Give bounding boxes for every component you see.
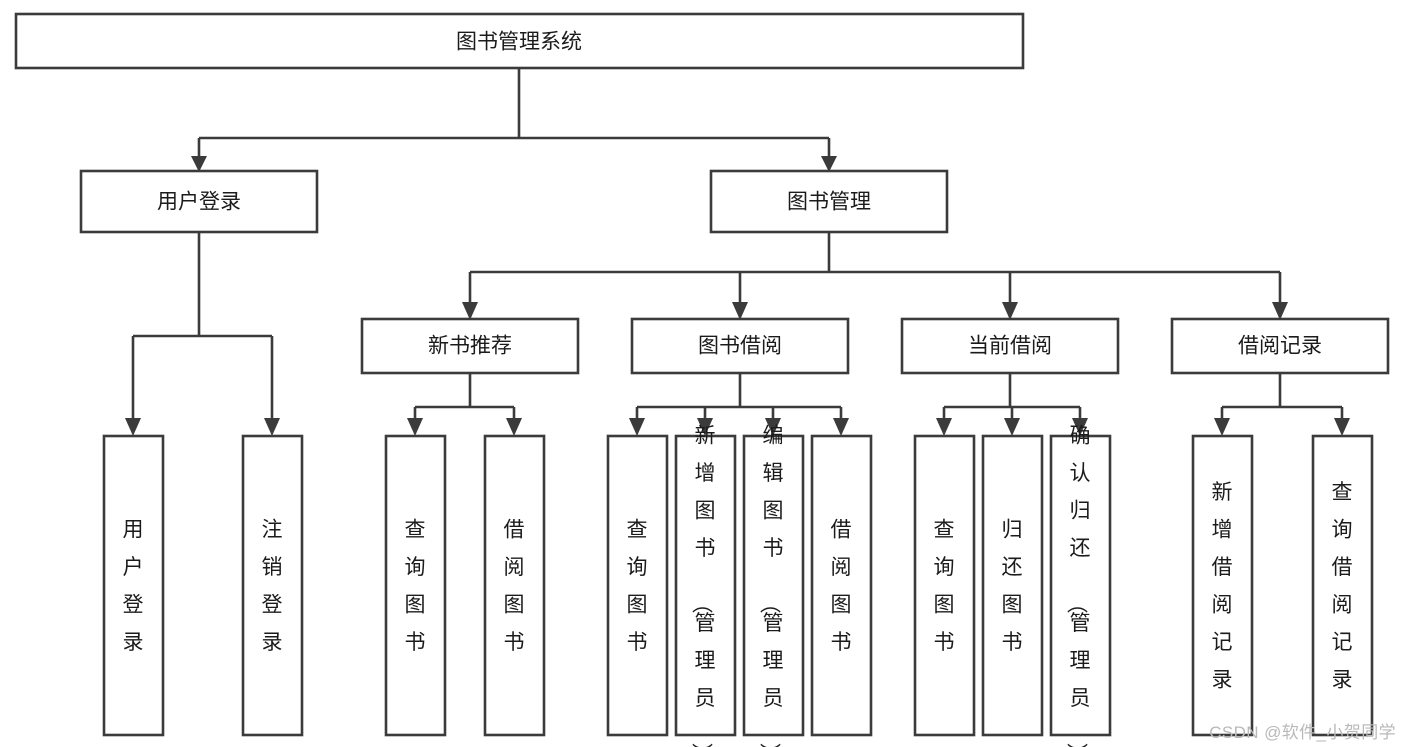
leaf-node[interactable]: 查询图书	[384, 434, 447, 737]
leaf-node[interactable]: 注销登录	[241, 434, 304, 737]
node-user-login[interactable]: 用户登录	[79, 169, 319, 234]
arrow-to-new-book	[462, 302, 478, 320]
arrow-borrow-record-leaf-2	[1334, 418, 1350, 436]
node-user-login-label: 用户登录	[157, 191, 241, 214]
leaf-node[interactable]: 新增图书（管理员）	[674, 425, 737, 747]
leaf-node[interactable]: 用户登录	[102, 434, 165, 737]
leaf-node[interactable]: 归还图书	[981, 434, 1044, 737]
node-borrow-record[interactable]: 借阅记录	[1170, 317, 1390, 375]
leaf-node[interactable]: 确认归还（管理员）	[1049, 425, 1112, 747]
node-root-box	[14, 12, 1025, 70]
arrow-user-login-leaf-1	[125, 418, 141, 436]
leaf-label: 查询图书	[405, 518, 426, 654]
arrow-book-borrow-leaf-3	[765, 418, 781, 436]
arrow-new-book-leaf-2	[506, 418, 522, 436]
leaf-node[interactable]: 查询图书	[606, 434, 669, 737]
arrow-to-user-login	[191, 156, 207, 172]
node-borrow-record-box	[1170, 317, 1390, 375]
leaf-node[interactable]: 新增借阅记录	[1191, 434, 1254, 737]
node-root-system[interactable]: 图书管理系统	[14, 12, 1025, 70]
node-new-book-recommend-box	[360, 317, 580, 375]
leaf-label: 新增借阅记录	[1212, 481, 1233, 692]
node-root-label: 图书管理系统	[456, 31, 582, 54]
node-book-borrow[interactable]: 图书借阅	[630, 317, 850, 375]
leaf-node[interactable]: 借阅图书	[810, 434, 873, 737]
leaf-label: 查询图书	[934, 518, 955, 654]
leaf-node[interactable]: 编辑图书（管理员）	[742, 425, 805, 747]
leaf-box	[384, 434, 447, 737]
leaf-box	[606, 434, 669, 737]
leaf-node[interactable]: 借阅图书	[483, 434, 546, 737]
arrow-borrow-record-leaf-1	[1214, 418, 1230, 436]
leaf-box	[913, 434, 976, 737]
connectors-group	[125, 68, 1350, 436]
node-book-management-box	[709, 169, 949, 234]
leaf-box	[674, 434, 737, 737]
leaf-node[interactable]: 查询借阅记录	[1311, 434, 1374, 737]
node-borrow-record-label: 借阅记录	[1238, 335, 1322, 358]
csdn-watermark: CSDN @软件_小贺同学	[1209, 723, 1396, 742]
leaf-label: 归还图书	[1002, 518, 1023, 654]
arrow-to-book-borrow	[732, 302, 748, 320]
arrow-book-borrow-leaf-2	[697, 418, 713, 436]
leaf-box	[981, 434, 1044, 737]
node-new-book-recommend[interactable]: 新书推荐	[360, 317, 580, 375]
arrow-book-borrow-leaf-4	[833, 418, 849, 436]
arrow-new-book-leaf-1	[407, 418, 423, 436]
arrow-book-borrow-leaf-1	[629, 418, 645, 436]
leaf-label: 查询图书	[627, 518, 648, 654]
leaf-label: 借阅图书	[504, 518, 525, 654]
arrow-to-borrow-record	[1272, 302, 1288, 320]
leaf-label: 查询借阅记录	[1332, 481, 1353, 692]
arrow-to-current-borrow	[1002, 302, 1018, 320]
node-new-book-recommend-label: 新书推荐	[428, 335, 512, 358]
leaf-box	[810, 434, 873, 737]
arrow-current-borrow-leaf-3	[1072, 418, 1088, 436]
leaf-box	[1049, 434, 1112, 737]
arrow-user-login-leaf-2	[264, 418, 280, 436]
node-book-borrow-box	[630, 317, 850, 375]
node-current-borrow-box	[900, 317, 1120, 375]
node-user-login-box	[79, 169, 319, 234]
node-book-management[interactable]: 图书管理	[709, 169, 949, 234]
leaf-label: 新增图书（管理员）	[690, 425, 716, 747]
leaf-box	[1191, 434, 1254, 737]
leaf-label: 借阅图书	[831, 518, 852, 654]
leaf-box	[241, 434, 304, 737]
leaf-label: 确认归还（管理员）	[1065, 425, 1091, 747]
arrow-current-borrow-leaf-1	[936, 418, 952, 436]
node-current-borrow-label: 当前借阅	[968, 335, 1052, 358]
arrow-to-book-manage	[821, 156, 837, 172]
arrow-current-borrow-leaf-2	[1004, 418, 1020, 436]
leaf-node[interactable]: 查询图书	[913, 434, 976, 737]
node-book-management-label: 图书管理	[787, 191, 871, 214]
leaf-box	[1311, 434, 1374, 737]
leaf-label: 用户登录	[123, 518, 144, 654]
leaf-label: 编辑图书（管理员）	[758, 425, 784, 747]
node-book-borrow-label: 图书借阅	[698, 335, 782, 358]
leaf-box	[483, 434, 546, 737]
leaf-box	[742, 434, 805, 737]
leaf-label: 注销登录	[262, 518, 283, 654]
node-current-borrow[interactable]: 当前借阅	[900, 317, 1120, 375]
leaf-box	[102, 434, 165, 737]
